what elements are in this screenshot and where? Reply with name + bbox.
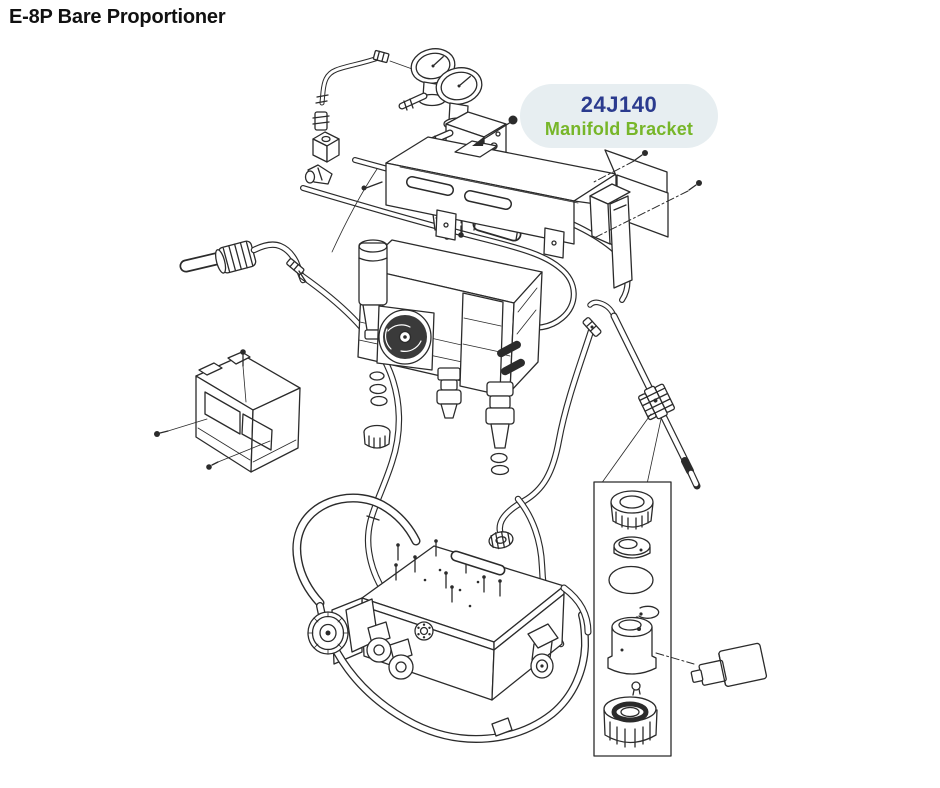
valve-housing bbox=[607, 616, 657, 675]
frame-port bbox=[414, 621, 434, 641]
caster-wheel bbox=[527, 623, 559, 679]
cooling-fan bbox=[376, 305, 435, 371]
cartridge-part bbox=[690, 642, 768, 687]
pump-rollers bbox=[366, 621, 414, 680]
gun-handle-assembly bbox=[179, 240, 307, 284]
o-ring bbox=[608, 565, 654, 595]
part-name: Manifold Bracket bbox=[544, 119, 694, 139]
panel-screw bbox=[591, 150, 702, 239]
cart-frame bbox=[292, 493, 592, 743]
wand-coupler bbox=[638, 383, 675, 421]
page-title: E-8P Bare Proportioner bbox=[9, 6, 226, 28]
shroud-cover bbox=[154, 349, 301, 473]
part-number: 24J140 bbox=[580, 92, 658, 117]
pump-assembly bbox=[357, 239, 543, 476]
small-fitting bbox=[631, 681, 641, 696]
exploded-parts-box bbox=[593, 481, 672, 757]
pump-outlet-nut bbox=[363, 424, 391, 449]
cover-panels bbox=[589, 149, 702, 289]
manifold-bracket bbox=[331, 136, 617, 259]
cart-wheel bbox=[307, 598, 379, 655]
spray-wand bbox=[582, 299, 701, 490]
part-callout-bubble[interactable]: 24J140 Manifold Bracket bbox=[520, 84, 718, 148]
callout-arrow bbox=[472, 115, 518, 146]
hose-swivel-nut bbox=[488, 531, 514, 550]
retainer-washer bbox=[613, 536, 651, 559]
deck-studs bbox=[394, 539, 502, 608]
retaining-nut bbox=[610, 490, 654, 530]
swivel-nut bbox=[603, 696, 658, 748]
shroud-screw bbox=[154, 349, 271, 470]
